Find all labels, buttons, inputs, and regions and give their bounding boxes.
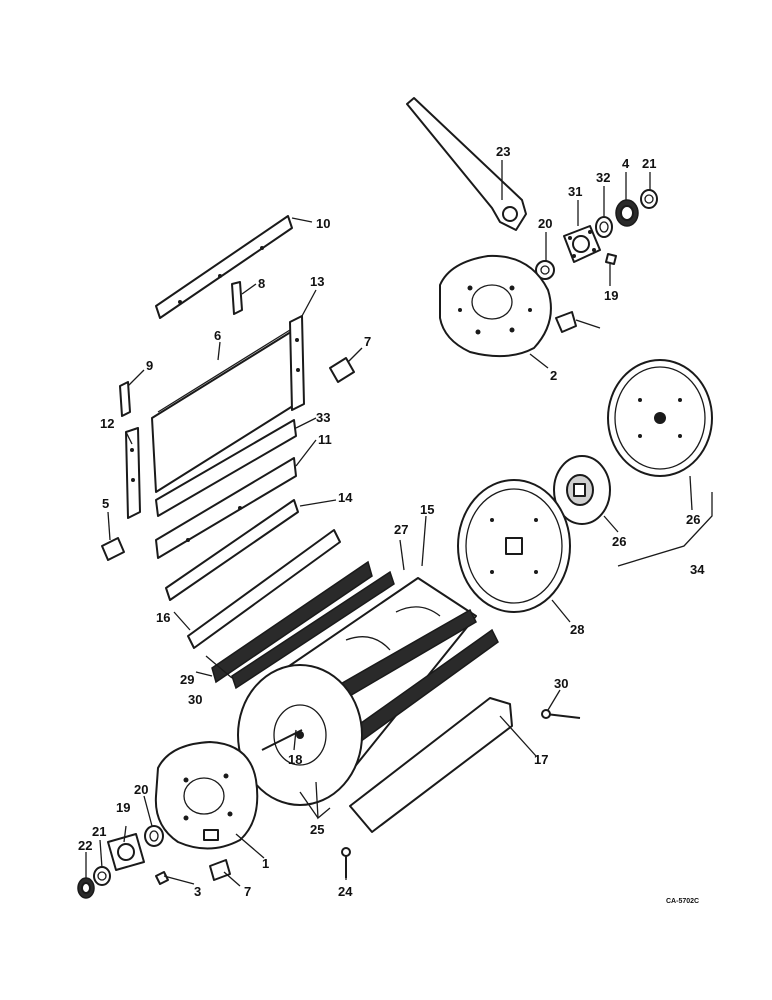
drawing-code: CA-5702C — [666, 898, 699, 905]
callout-20-bottom: 20 — [134, 782, 148, 797]
callout-3: 6 — [214, 328, 221, 343]
callout-10: 14 — [338, 490, 353, 505]
callout-23: 23 — [496, 144, 510, 159]
upright-13 — [289, 315, 305, 411]
callout-7-left: 9 — [146, 358, 153, 373]
bearing-22 — [77, 877, 95, 899]
callout-30-bottom: 24 — [338, 884, 353, 899]
callout-20-top: 20 — [538, 216, 552, 231]
angle-16 — [349, 697, 513, 833]
lever-arm — [406, 97, 527, 231]
bracket-6 — [329, 357, 355, 383]
bearing-flange-31 — [563, 225, 601, 263]
disc-27 — [457, 479, 571, 613]
callout-26-drum: 27 — [394, 522, 408, 537]
callout-labels: 23 20 31 32 4 21 19 2 26 26 34 28 10 8 1… — [78, 144, 705, 905]
clip-5 — [101, 537, 125, 561]
strip-33 — [155, 419, 297, 517]
callout-21-bottom: 21 — [92, 824, 106, 839]
callout-21-top: 21 — [642, 156, 656, 171]
drum-assembly — [237, 577, 499, 806]
upright-11 — [125, 427, 141, 519]
strip-9 — [155, 457, 297, 559]
callout-18: 19 — [116, 800, 130, 815]
callout-31: 31 — [568, 184, 582, 199]
angle-15 — [187, 529, 341, 649]
callout-12: 7 — [244, 884, 251, 899]
callout-17: 18 — [288, 752, 302, 767]
collar-20-bottom — [144, 825, 164, 847]
angle-10 — [165, 499, 299, 601]
collar-20-top — [535, 260, 555, 280]
leader-lines — [85, 160, 693, 887]
callout-19-top: 19 — [604, 288, 618, 303]
end-plate-1 — [154, 741, 259, 850]
bracket-2 — [555, 311, 601, 333]
clip-7-left — [119, 381, 131, 417]
callout-28: 29 — [180, 672, 194, 687]
callout-4: 4 — [622, 156, 630, 171]
clip-7-top — [231, 281, 243, 315]
callout-14: 15 — [420, 502, 434, 517]
bearing-flange-18 — [107, 833, 145, 871]
end-plate-2 — [439, 254, 552, 358]
brush-28 — [211, 560, 373, 684]
bar-8 — [155, 215, 293, 319]
callout-24: 25 — [310, 822, 324, 837]
bolt-30-bottom — [341, 847, 351, 878]
washer-21-bottom — [93, 866, 111, 886]
ring-32 — [595, 216, 613, 238]
callout-11: 12 — [100, 416, 114, 431]
hub-25 — [553, 455, 611, 525]
callout-8: 10 — [316, 216, 330, 231]
callout-9: 11 — [318, 432, 332, 447]
bracket-12 — [209, 859, 231, 881]
callout-15: 16 — [156, 610, 170, 625]
callout-7-top: 8 — [258, 276, 265, 291]
callout-33: 33 — [316, 410, 330, 425]
callout-2: 2 — [550, 368, 557, 383]
grease-fitting-19-top — [605, 253, 617, 265]
grease-fitting-19-bottom — [155, 871, 169, 885]
callout-13: 13 — [310, 274, 324, 289]
callout-25: 26 — [612, 534, 626, 549]
brush-29 — [231, 570, 395, 690]
callout-22: 22 — [78, 838, 92, 853]
callout-27: 28 — [570, 622, 584, 637]
bearing-4 — [615, 199, 639, 227]
washer-21-top — [640, 189, 658, 209]
callout-32: 32 — [596, 170, 610, 185]
callout-34: 34 — [690, 562, 705, 577]
callout-16: 17 — [534, 752, 548, 767]
callout-26-right: 26 — [686, 512, 700, 527]
callout-30-right: 30 — [554, 676, 568, 691]
callout-1: 1 — [262, 856, 269, 871]
callout-19-bottom: 3 — [194, 884, 201, 899]
bolt-30-right — [541, 709, 581, 719]
disc-26 — [607, 359, 713, 477]
callout-5: 5 — [102, 496, 109, 511]
callout-6: 7 — [364, 334, 371, 349]
callout-29: 30 — [188, 692, 202, 707]
